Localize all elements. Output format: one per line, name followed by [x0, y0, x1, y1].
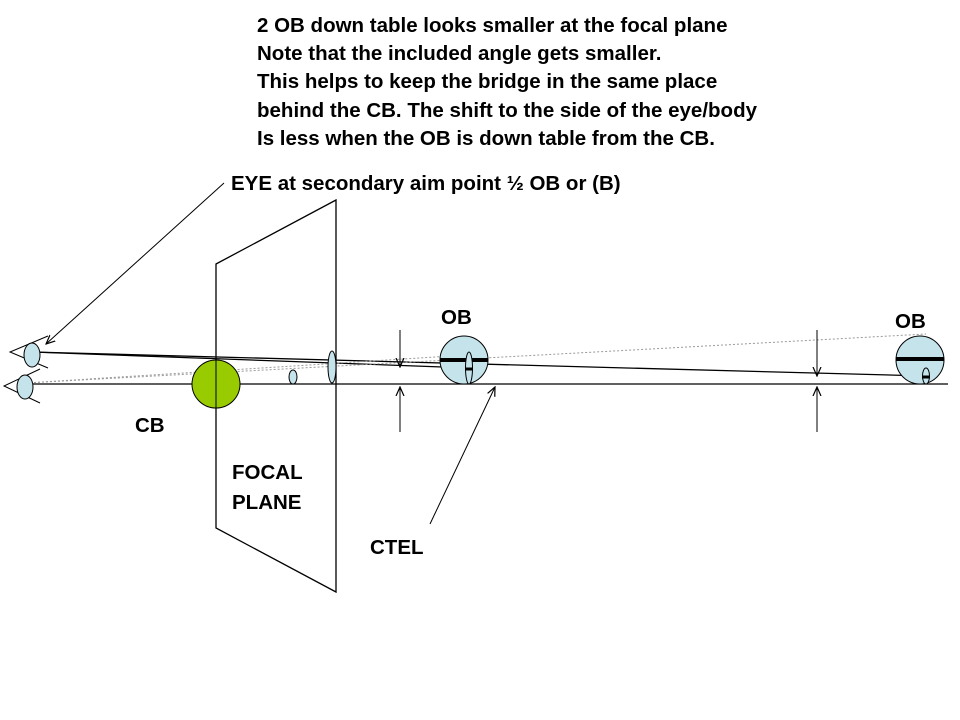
- object-ball-far: [895, 335, 945, 385]
- ob-far-label: OB: [895, 310, 926, 333]
- focal-plane: [215, 198, 337, 594]
- ob-near-label: OB: [441, 306, 472, 329]
- dotted-line-lower: [25, 354, 467, 384]
- focal-plane-label-line1: FOCAL: [232, 461, 303, 484]
- note-line-1: 2 OB down table looks smaller at the foc…: [257, 14, 728, 37]
- projection-large: [327, 350, 337, 384]
- sight-line-near: [31, 351, 471, 369]
- eye-label: EYE at secondary aim point ½ OB or (B): [231, 172, 621, 195]
- focal-plane-label-line2: PLANE: [232, 491, 301, 514]
- note-line-4: behind the CB. The shift to the side of …: [257, 98, 757, 122]
- eye-lower: [2, 368, 41, 404]
- ctel-leader-arrow: [429, 387, 495, 525]
- note-line-2: Note that the included angle gets smalle…: [257, 42, 662, 66]
- cb-label: CB: [135, 414, 165, 437]
- projection-small: [288, 369, 298, 385]
- object-ball-near: [439, 335, 489, 385]
- ctel-label: CTEL: [370, 536, 424, 559]
- note-line-5: Is less when the OB is down table from t…: [257, 126, 715, 150]
- eye-upper: [8, 335, 49, 369]
- note-line-3: This helps to keep the bridge in the sam…: [257, 70, 718, 94]
- explanation-notes: 2 OB down table looks smaller at the foc…: [257, 12, 857, 153]
- eye-leader-arrow: [46, 182, 225, 344]
